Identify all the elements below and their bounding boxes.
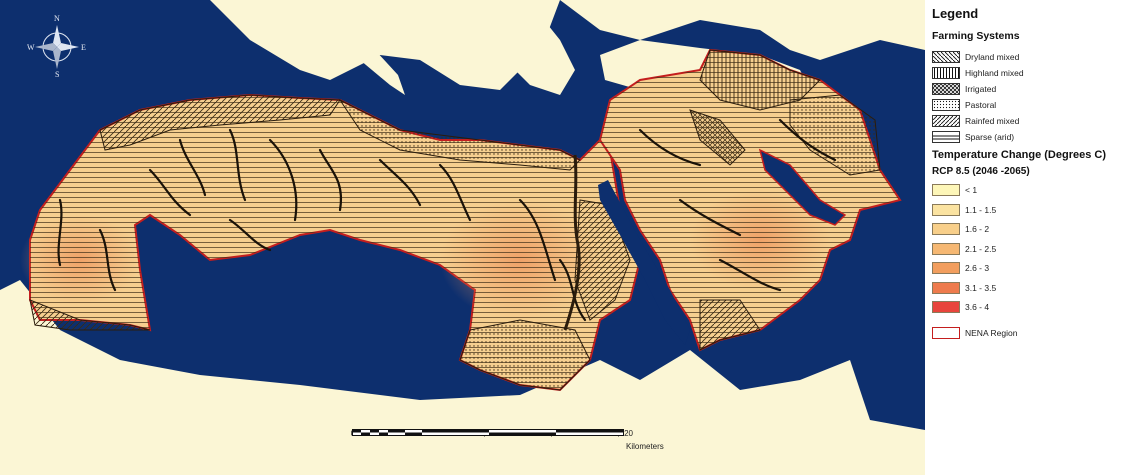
legend-label: 1.1 - 1.5 [965, 204, 997, 215]
color-swatch [932, 262, 960, 274]
legend-label: 3.1 - 3.5 [965, 282, 997, 293]
legend-label: 1.6 - 2 [965, 224, 990, 234]
legend-item-temperature-class: 1.1 - 1.5 [932, 203, 996, 217]
legend-label: Sparse (arid) [965, 132, 1015, 142]
map-view[interactable]: N S E W 0 340 680 1,360 2,040 2,720 Kilo… [0, 0, 925, 475]
legend-label: Rainfed mixed [965, 116, 1020, 126]
scale-bar: 0 340 680 1,360 2,040 2,720 Kilometers [351, 429, 682, 457]
europe-landmass [120, 0, 925, 60]
legend-title: Legend [932, 6, 979, 21]
scenario-heading: RCP 8.5 (2046 -2065) [932, 166, 1030, 177]
legend-item-temperature-class: 2.1 - 2.5 [932, 242, 996, 256]
pastoral-zone [338, 98, 581, 171]
legend-label: Pastoral [965, 100, 997, 110]
west-africa-coast [0, 320, 350, 475]
legend-panel: Legend Farming Systems Dryland mixed Hig… [928, 0, 1137, 475]
legend-item-dryland-mixed: Dryland mixed [932, 50, 1019, 64]
temperature-change-heading: Temperature Change (Degrees C) [932, 149, 1107, 161]
legend-item-temperature-class: 3.1 - 3.5 [932, 281, 996, 295]
legend-label: Dryland mixed [965, 52, 1020, 62]
sparse-arid-zone [30, 95, 640, 390]
map-canvas [0, 0, 925, 475]
legend-item-temperature-class: 2.6 - 3 [932, 261, 989, 275]
region-outline-swatch [932, 327, 960, 339]
pastoral-zone [459, 319, 591, 391]
diagonal-hatch-swatch [932, 51, 960, 63]
italy [310, 0, 405, 95]
legend-item-sparse-arid: Sparse (arid) [932, 130, 1014, 144]
nile-river [563, 154, 581, 331]
legend-item-temperature-class: 1.6 - 2 [932, 222, 989, 236]
color-swatch [932, 281, 960, 294]
scale-unit-label: Kilometers [626, 442, 664, 451]
farming-systems-heading: Farming Systems [932, 30, 1020, 42]
vertical-hatch-swatch [932, 67, 960, 79]
legend-label: Highland mixed [965, 68, 1024, 78]
legend-item-temperature-class: < 1 [932, 183, 977, 197]
legend-item-temperature-class: 3.6 - 4 [932, 300, 989, 314]
dots-swatch [932, 99, 960, 111]
pastoral-zone [789, 94, 881, 176]
rainfed-mixed-zone [29, 299, 151, 331]
balkans [430, 0, 575, 95]
legend-label: 2.1 - 2.5 [965, 243, 997, 254]
rainfed-mixed-zone [699, 299, 761, 351]
color-swatch [932, 223, 960, 235]
irrigated-zone [689, 109, 746, 166]
red-sea [598, 180, 690, 345]
legend-label: Irrigated [965, 84, 997, 94]
crosshatch-swatch [932, 83, 960, 95]
compass-south-label: S [55, 70, 60, 79]
legend-item-nena-region: NENA Region [932, 326, 1017, 340]
persian-gulf [758, 148, 847, 226]
rainfed-mixed-zone [99, 94, 341, 151]
legend-label: 3.6 - 4 [965, 302, 990, 312]
color-swatch [932, 203, 960, 216]
horizontal-hatch-swatch [932, 131, 960, 143]
color-swatch [932, 301, 960, 313]
compass-north-label: N [54, 14, 60, 23]
color-swatch [932, 184, 960, 196]
irrigated-channels [57, 118, 837, 322]
legend-label: NENA Region [965, 328, 1018, 338]
diagonal-up-hatch-swatch [932, 115, 960, 127]
legend-item-rainfed-mixed: Rainfed mixed [932, 114, 1019, 128]
legend-item-pastoral: Pastoral [932, 98, 996, 112]
compass-west-label: W [27, 43, 35, 52]
color-swatch [932, 242, 960, 255]
legend-item-highland-mixed: Highland mixed [932, 66, 1024, 80]
legend-label: < 1 [965, 185, 978, 195]
compass-rose [35, 25, 79, 69]
legend-item-irrigated: Irrigated [932, 82, 996, 96]
legend-label: 2.6 - 3 [965, 263, 990, 273]
scale-bar-graphic [352, 429, 624, 436]
compass-east-label: E [81, 43, 86, 52]
